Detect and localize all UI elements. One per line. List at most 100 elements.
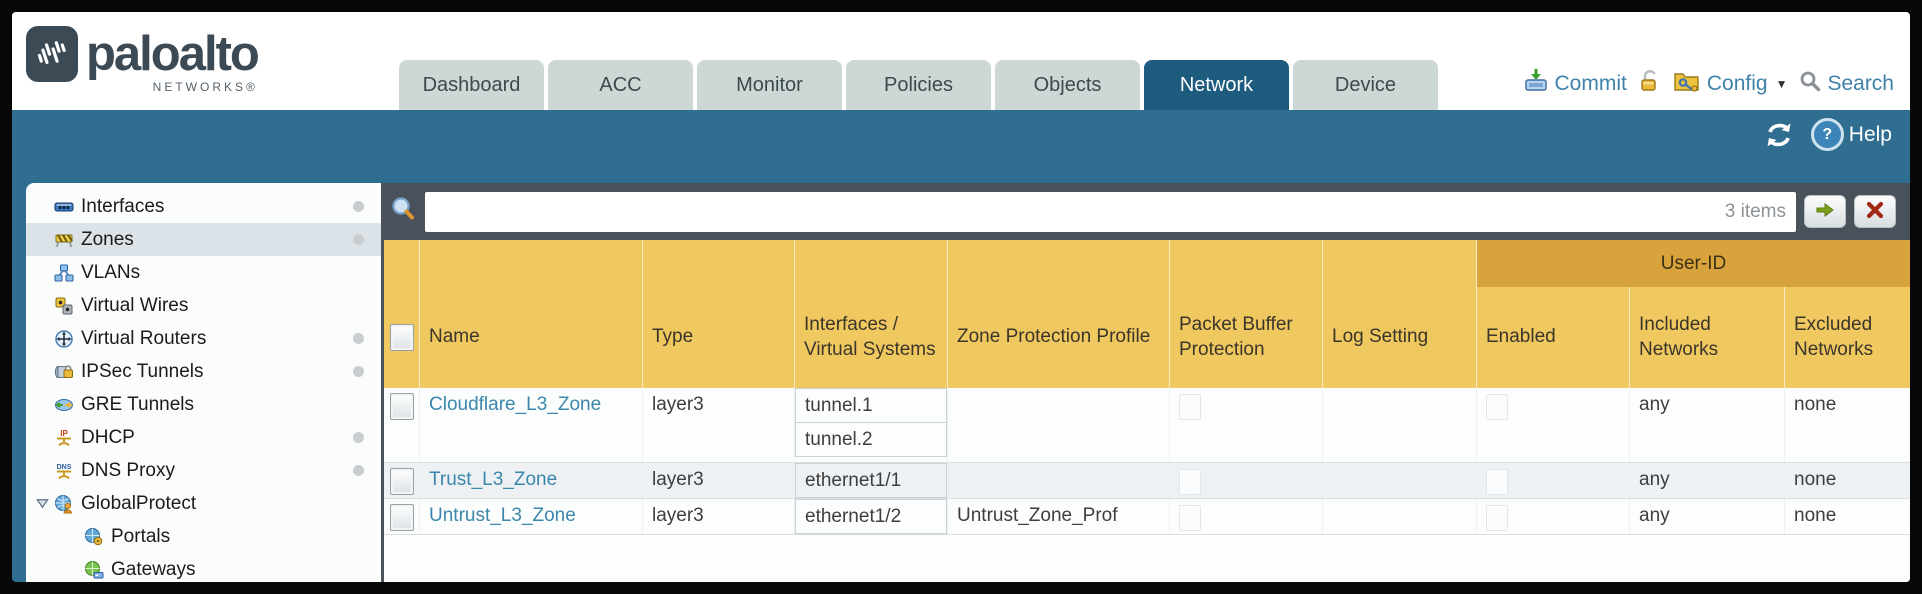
zone-protection-profile-cell bbox=[948, 388, 1170, 462]
header-col-enabled[interactable]: Enabled bbox=[1477, 240, 1630, 388]
vlans-icon bbox=[52, 263, 76, 283]
search-button[interactable]: Search bbox=[1799, 70, 1894, 98]
sidebar-item-label: GlobalProtect bbox=[81, 492, 197, 514]
row-checkbox[interactable] bbox=[389, 468, 414, 495]
zone-type-cell: layer3 bbox=[643, 499, 795, 534]
packet-buffer-protection-cell bbox=[1170, 463, 1323, 498]
sidebar-item-gre-tunnels[interactable]: GRE Tunnels bbox=[26, 388, 381, 421]
sidebar-item-label: Zones bbox=[81, 228, 134, 250]
red-x-icon bbox=[1866, 201, 1884, 222]
sidebar-item-label: GRE Tunnels bbox=[81, 393, 194, 415]
tab-label: Device bbox=[1334, 73, 1397, 96]
tab-label: Monitor bbox=[736, 73, 803, 96]
interfaces-cell: ethernet1/2 bbox=[795, 499, 948, 534]
sidebar-item-interfaces[interactable]: Interfaces bbox=[26, 190, 381, 223]
sidebar-item-label: Interfaces bbox=[81, 195, 165, 217]
tab-acc[interactable]: ACC bbox=[548, 60, 693, 110]
header-col-log-setting[interactable]: Log Setting bbox=[1323, 240, 1477, 388]
chevron-down-icon: ▼ bbox=[1775, 77, 1788, 91]
enabled-checkbox[interactable] bbox=[1486, 394, 1508, 420]
tab-label: Network bbox=[1179, 73, 1254, 96]
apply-filter-button[interactable] bbox=[1804, 195, 1846, 228]
sidebar-item-dhcp[interactable]: IP DHCP bbox=[26, 421, 381, 454]
search-label: Search bbox=[1827, 72, 1894, 95]
packet-buffer-checkbox[interactable] bbox=[1179, 469, 1201, 495]
filter-input[interactable] bbox=[425, 201, 1725, 222]
column-label: Interfaces / Virtual Systems bbox=[804, 313, 936, 360]
main-tabs: Dashboard ACC Monitor Policies Objects Networ… bbox=[399, 60, 1438, 110]
sidebar-item-portals[interactable]: Portals bbox=[26, 520, 381, 553]
interfaces-cell: ethernet1/1 bbox=[795, 463, 948, 498]
tab-dashboard[interactable]: Dashboard bbox=[399, 60, 544, 110]
header-col-packet-buffer-protection[interactable]: Packet Buffer Protection bbox=[1170, 240, 1323, 388]
tab-policies[interactable]: Policies bbox=[846, 60, 991, 110]
header-col-interfaces-virtual-systems[interactable]: Interfaces / Virtual Systems bbox=[795, 240, 948, 388]
sidebar-item-label: Portals bbox=[111, 525, 171, 547]
commit-button[interactable]: Commit bbox=[1523, 68, 1627, 100]
tab-label: Policies bbox=[884, 73, 953, 96]
search-icon bbox=[1799, 70, 1821, 98]
refresh-icon[interactable] bbox=[1763, 121, 1795, 149]
tab-monitor[interactable]: Monitor bbox=[697, 60, 842, 110]
select-all-checkbox[interactable] bbox=[389, 324, 414, 351]
sidebar-item-ipsec-tunnels[interactable]: IPSec Tunnels bbox=[26, 355, 381, 388]
filter-input-wrap: 3 items bbox=[425, 191, 1796, 232]
expander-triangle-icon[interactable] bbox=[26, 496, 52, 511]
sidebar-item-globalprotect[interactable]: GlobalProtect bbox=[26, 487, 381, 520]
sidebar-item-label: DNS Proxy bbox=[81, 459, 175, 481]
tab-objects[interactable]: Objects bbox=[995, 60, 1140, 110]
zone-name-link[interactable]: Untrust_L3_Zone bbox=[429, 505, 576, 526]
main-panel: 3 items bbox=[381, 183, 1910, 582]
tab-device[interactable]: Device bbox=[1293, 60, 1438, 110]
interfaces-icon bbox=[52, 197, 76, 217]
lock-button[interactable] bbox=[1639, 69, 1661, 99]
log-setting-cell bbox=[1323, 463, 1477, 498]
sidebar-item-vlans[interactable]: VLANs bbox=[26, 256, 381, 289]
sidebar-item-label: VLANs bbox=[81, 261, 141, 283]
zone-protection-profile-cell bbox=[948, 463, 1170, 498]
tab-network[interactable]: Network bbox=[1144, 60, 1289, 110]
sidebar-item-virtual-routers[interactable]: Virtual Routers bbox=[26, 322, 381, 355]
zone-protection-profile-cell: Untrust_Zone_Prof bbox=[948, 499, 1170, 534]
packet-buffer-checkbox[interactable] bbox=[1179, 394, 1201, 420]
svg-text:IP: IP bbox=[60, 429, 68, 438]
brand-subtitle: NETWORKS® bbox=[152, 80, 258, 94]
header-col-name[interactable]: Name bbox=[420, 240, 643, 388]
packet-buffer-checkbox[interactable] bbox=[1179, 505, 1201, 531]
sidebar-item-virtual-wires[interactable]: Virtual Wires bbox=[26, 289, 381, 322]
header-col-zone-protection-profile[interactable]: Zone Protection Profile bbox=[948, 240, 1170, 388]
enabled-checkbox[interactable] bbox=[1486, 469, 1508, 495]
config-menu[interactable]: Config ▼ bbox=[1673, 69, 1788, 99]
config-label: Config bbox=[1706, 72, 1768, 95]
gateways-icon bbox=[82, 560, 106, 580]
zone-name-link[interactable]: Cloudflare_L3_Zone bbox=[429, 394, 602, 415]
header-col-select bbox=[384, 240, 420, 388]
header-col-type[interactable]: Type bbox=[643, 240, 795, 388]
sidebar-item-gateways[interactable]: Gateways bbox=[26, 553, 381, 582]
row-checkbox[interactable] bbox=[389, 504, 414, 531]
enabled-checkbox[interactable] bbox=[1486, 505, 1508, 531]
help-icon: ? bbox=[1810, 118, 1844, 151]
user-id-group-header: User-ID bbox=[1477, 240, 1910, 287]
zone-name-link[interactable]: Trust_L3_Zone bbox=[429, 469, 558, 490]
included-networks-cell: any bbox=[1630, 463, 1785, 498]
sidebar-item-label: Virtual Routers bbox=[81, 327, 207, 349]
help-button[interactable]: ? Help bbox=[1810, 118, 1892, 151]
row-checkbox[interactable] bbox=[389, 393, 414, 420]
tab-label: ACC bbox=[599, 73, 642, 96]
header-col-included-networks[interactable]: Included Networks bbox=[1630, 240, 1785, 388]
sidebar-item-zones[interactable]: Zones bbox=[26, 223, 381, 256]
header-col-excluded-networks[interactable]: Excluded Networks bbox=[1785, 240, 1910, 388]
table-filler bbox=[384, 535, 1910, 582]
clear-filter-button[interactable] bbox=[1854, 195, 1896, 228]
sidebar-item-label: DHCP bbox=[81, 426, 135, 448]
interface-entry: tunnel.2 bbox=[795, 422, 947, 457]
